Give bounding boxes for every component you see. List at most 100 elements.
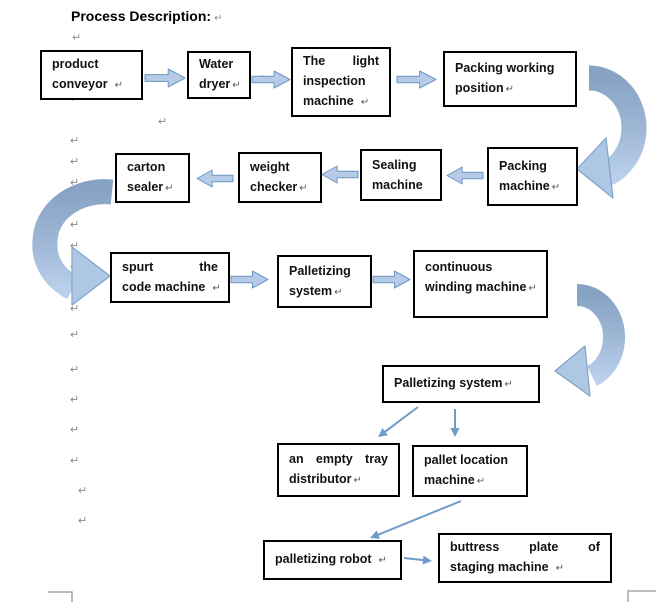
- page-margin-corner-mark: [627, 590, 656, 602]
- flow-box-text: machine: [303, 94, 354, 108]
- paragraph-mark: ↵: [70, 455, 80, 467]
- block-arrow-right: [372, 270, 411, 289]
- curved-arrow-curve-right-bottom: [554, 284, 625, 397]
- paragraph-mark: ↵: [70, 156, 80, 168]
- connector-arrowhead: [450, 428, 460, 437]
- flow-box-line: palletizing robot↵: [275, 549, 390, 571]
- flow-box-line: conveyor ↵: [52, 74, 131, 96]
- paragraph-mark: ↵: [504, 379, 513, 390]
- curved-arrow-curve-right-top: [576, 65, 647, 199]
- flow-box-text: Water: [199, 57, 234, 71]
- curved-arrow-head: [576, 137, 614, 199]
- paragraph-mark: ↵: [212, 282, 221, 294]
- flow-box-line: machine↵: [499, 176, 566, 198]
- paragraph-mark: ↵: [114, 80, 123, 91]
- flow-box-text: Sealing: [372, 158, 417, 172]
- curved-arrow-head: [71, 246, 111, 306]
- flow-box-line: staging machine↵: [450, 557, 600, 579]
- paragraph-mark: ↵: [299, 182, 308, 194]
- paragraph-mark: ↵: [70, 364, 80, 376]
- flow-box-text: machine: [499, 178, 550, 193]
- flow-box-text: Packing working: [455, 61, 555, 75]
- block-arrow-right: [230, 270, 269, 289]
- flow-box-text: Palletizing: [289, 263, 351, 278]
- flow-box-text: code machine: [122, 279, 206, 294]
- flow-box-word: an: [289, 452, 304, 466]
- flow-box-word: of: [588, 540, 600, 554]
- connector-arrowhead: [370, 530, 381, 539]
- flow-box-line: distributor↵: [289, 469, 388, 491]
- flow-box-word: tray: [365, 452, 388, 466]
- paragraph-mark: ↵: [476, 476, 486, 487]
- paragraph-mark: ↵: [70, 135, 80, 147]
- block-arrow-left: [321, 165, 359, 184]
- flow-box-text: machine: [424, 473, 475, 487]
- paragraph-mark: ↵: [165, 183, 174, 194]
- paragraph-mark: ↵: [378, 555, 387, 566]
- flow-box-text: winding machine: [425, 280, 527, 294]
- flow-box-line: Palletizing: [289, 261, 360, 281]
- flow-box-carton-sealer: carton sealer↵: [115, 153, 190, 203]
- paragraph-mark: ↵: [551, 181, 561, 193]
- paragraph-mark: ↵: [360, 97, 370, 108]
- flow-box-line: pallet location: [424, 450, 516, 470]
- flow-box-text: carton: [127, 160, 166, 174]
- flow-box-word: spurt: [122, 259, 154, 274]
- flow-box-line: sealer↵: [127, 177, 178, 199]
- connector-arrow: [403, 555, 432, 565]
- connector-arrowhead: [422, 555, 432, 565]
- flow-box-text: product: [52, 57, 99, 71]
- flow-box-text: weight: [250, 159, 290, 174]
- connector-arrow: [370, 500, 462, 539]
- flow-box-word: buttress: [450, 540, 500, 554]
- flow-box-packing-working-position: Packing working position↵: [443, 51, 577, 107]
- paragraph-mark: ↵: [70, 177, 80, 189]
- flow-box-line: code machine ↵: [122, 277, 221, 299]
- paragraph-mark: ↵: [214, 13, 223, 24]
- block-arrow-left: [446, 166, 484, 185]
- flow-box-product-conveyor: product conveyor ↵: [40, 50, 143, 100]
- page-title-text: Process Description:: [71, 8, 212, 24]
- block-arrow-right: [396, 70, 437, 89]
- flow-box-line: Palletizing system↵: [394, 373, 528, 395]
- paragraph-mark: ↵: [334, 286, 343, 298]
- paragraph-mark: ↵: [78, 485, 88, 497]
- flow-box-text: dryer: [199, 77, 231, 91]
- curved-arrow-head: [554, 345, 591, 397]
- flow-box-word: The: [303, 54, 326, 68]
- flow-box-palletizing-system-2: Palletizing system↵: [382, 365, 540, 403]
- flow-box-line: Packing: [499, 156, 566, 176]
- block-arrow-left: [196, 169, 234, 188]
- flow-box-text: sealer: [127, 180, 164, 194]
- paragraph-mark: ↵: [70, 329, 80, 341]
- paragraph-mark: ↵: [70, 240, 80, 252]
- curved-arrow-curve-left: [32, 179, 114, 306]
- paragraph-mark: ↵: [70, 394, 80, 406]
- flow-box-palletizing-robot: palletizing robot↵: [263, 540, 402, 580]
- flow-box-line: weight: [250, 157, 310, 177]
- paragraph-mark: ↵: [505, 84, 514, 95]
- flow-box-text: conveyor: [52, 77, 108, 91]
- flow-box-line: position↵: [455, 78, 565, 100]
- flow-box-text: staging machine: [450, 560, 549, 574]
- flow-box-line: continuous: [425, 257, 536, 277]
- connector-line: [375, 500, 462, 537]
- flow-box-line: Sealing: [372, 155, 430, 175]
- page-margin-corner-mark: [48, 591, 73, 602]
- connector-arrow: [378, 406, 419, 437]
- paragraph-mark: ↵: [72, 32, 82, 44]
- connector-arrow: [450, 409, 460, 437]
- paragraph-mark: ↵: [528, 283, 537, 294]
- block-arrow-right: [144, 68, 186, 88]
- flow-box-text: Palletizing system: [394, 376, 503, 390]
